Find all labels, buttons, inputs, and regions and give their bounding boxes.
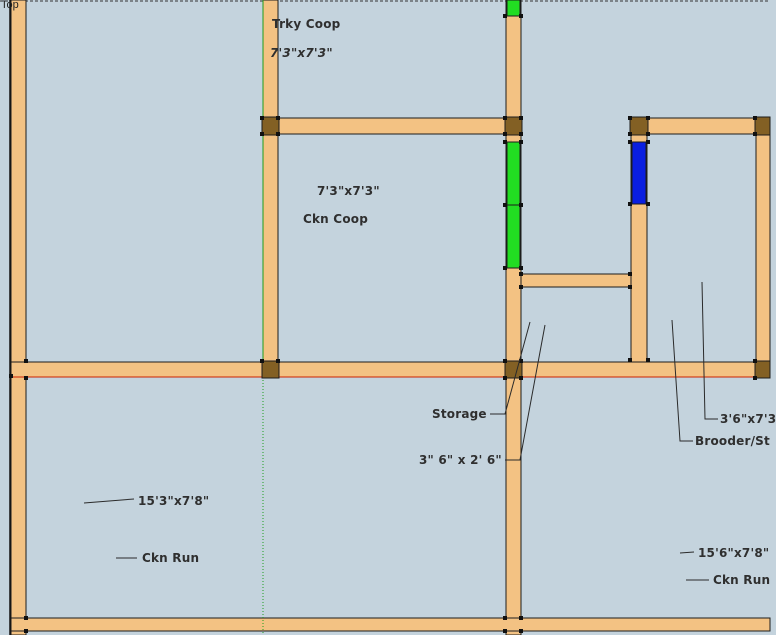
wall-brooder-top[interactable] xyxy=(630,117,771,135)
wall-bottom[interactable] xyxy=(10,617,771,632)
post-center-middle[interactable] xyxy=(504,360,523,379)
wall-middle-horizontal[interactable] xyxy=(10,361,771,378)
label-run-right-size: 15'6"x7'8" xyxy=(698,546,770,560)
vertex-markers xyxy=(9,14,757,633)
label-brooder: Brooder/St xyxy=(695,434,770,448)
wall-center-vertical[interactable] xyxy=(505,0,522,635)
label-storage-size: 3" 6" x 2' 6" xyxy=(419,453,502,467)
label-brooder-size: 3'6"x7'3 xyxy=(720,412,776,426)
leader-lines xyxy=(83,281,718,581)
post-right-top[interactable] xyxy=(754,116,771,136)
label-chicken-coop: Ckn Coop xyxy=(303,212,368,226)
label-storage: Storage xyxy=(432,407,487,421)
wall-storage-top[interactable] xyxy=(520,273,632,288)
label-chicken-coop-size: 7'3"x7'3" xyxy=(317,184,380,198)
leader-storage-size xyxy=(505,324,546,461)
post-right-middle[interactable] xyxy=(754,360,771,379)
posts xyxy=(261,116,771,379)
leader-run-left-size xyxy=(83,498,135,504)
leader-storage xyxy=(490,321,531,415)
leader-run-right-size xyxy=(679,551,695,554)
post-center-divider[interactable] xyxy=(504,116,523,136)
post-turkey-middle[interactable] xyxy=(261,360,280,379)
wall-right-partial[interactable] xyxy=(755,117,771,377)
leader-brooder-size xyxy=(701,281,718,420)
label-turkey-coop-size: 7'3"x7'3" xyxy=(270,46,333,60)
post-brooder-corner[interactable] xyxy=(629,116,649,136)
wall-coop-divider[interactable] xyxy=(262,117,522,135)
label-run-right: Ckn Run xyxy=(713,573,771,587)
leader-brooder xyxy=(671,319,693,442)
label-run-left: Ckn Run xyxy=(142,551,200,565)
label-turkey-coop: Trky Coop xyxy=(272,17,341,31)
wall-left-outer[interactable] xyxy=(10,0,27,635)
window-green-top[interactable] xyxy=(506,0,521,17)
window-blue[interactable] xyxy=(631,141,647,205)
post-turkey-divider[interactable] xyxy=(261,116,280,136)
label-run-left-size: 15'3"x7'8" xyxy=(138,494,210,508)
view-label-top: Top xyxy=(1,0,19,11)
